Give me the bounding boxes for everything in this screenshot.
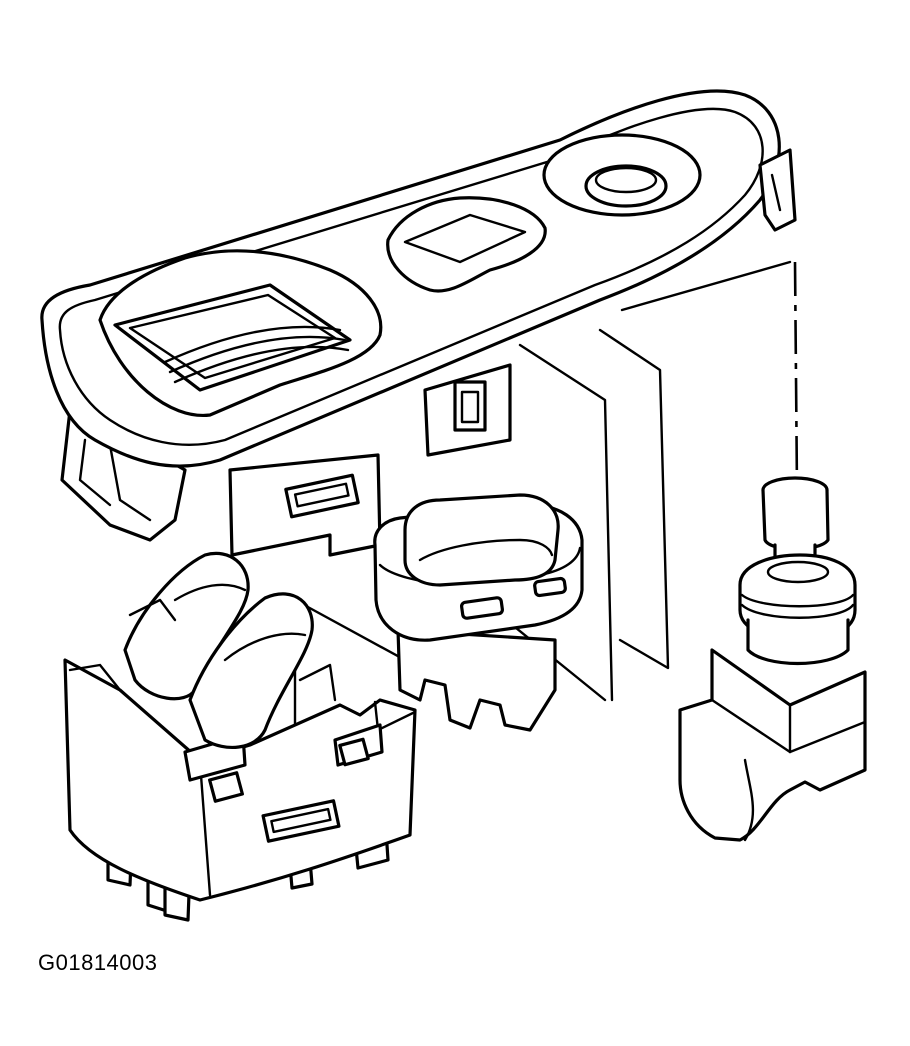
lock-switch-base xyxy=(396,628,557,732)
leader-line-bezel-panel xyxy=(518,343,614,702)
window-switch-rocker-right xyxy=(188,592,314,749)
lock-switch-slot-right xyxy=(533,576,567,598)
window-switch-rocker-left xyxy=(123,551,250,701)
switch-bezel xyxy=(40,89,797,557)
lock-switch-slot-left xyxy=(459,596,505,620)
lock-switch-opening xyxy=(386,196,547,293)
lock-switch xyxy=(373,493,584,732)
mirror-switch xyxy=(678,476,867,842)
mirror-switch-knob xyxy=(761,488,830,551)
mirror-switch-body xyxy=(678,648,867,842)
window-switch xyxy=(63,551,417,922)
figure-code: G01814003 xyxy=(38,950,158,975)
leader-line-bezel-right xyxy=(620,260,792,312)
mirror-switch-neck xyxy=(746,618,850,665)
leader-line-panel-right xyxy=(598,328,670,670)
lock-switch-button xyxy=(403,493,560,587)
bezel-clip-right xyxy=(758,148,797,232)
leader-line-mirror-switch xyxy=(793,261,799,491)
mirror-switch-hole xyxy=(584,164,668,208)
